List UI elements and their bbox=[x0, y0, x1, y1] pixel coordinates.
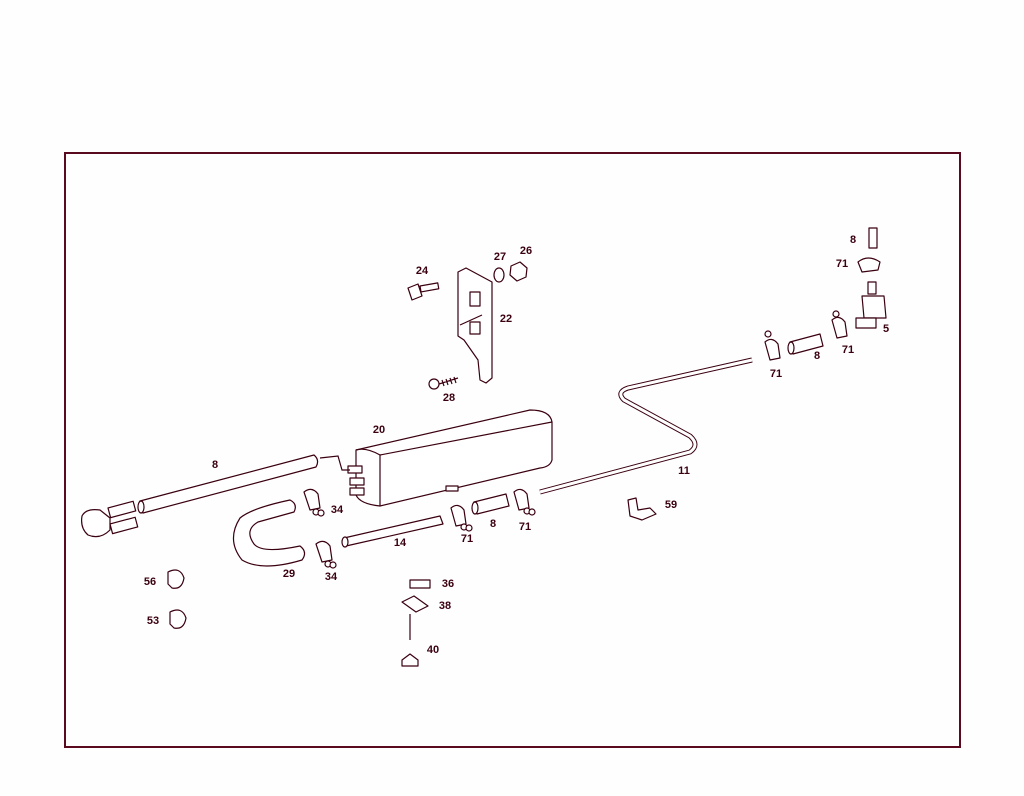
hose-8-left[interactable] bbox=[137, 454, 319, 514]
nut-26[interactable] bbox=[509, 261, 528, 282]
clip-38[interactable] bbox=[401, 595, 429, 613]
screw-40[interactable] bbox=[401, 614, 419, 667]
callout-8-mid: 8 bbox=[489, 518, 497, 530]
pipe-14[interactable] bbox=[341, 515, 444, 548]
bracket-22[interactable] bbox=[457, 267, 493, 384]
callout-40: 40 bbox=[426, 644, 440, 656]
callout-24: 24 bbox=[415, 265, 429, 277]
diagram-frame bbox=[64, 152, 961, 748]
callout-71-right: 71 bbox=[841, 344, 855, 356]
clip-59[interactable] bbox=[627, 497, 657, 521]
callout-8-top: 8 bbox=[849, 234, 857, 246]
clamp-71-top[interactable] bbox=[857, 257, 881, 273]
sleeve-36[interactable] bbox=[409, 579, 431, 589]
callout-59: 59 bbox=[664, 499, 678, 511]
callout-5: 5 bbox=[882, 323, 890, 335]
callout-29: 29 bbox=[282, 568, 296, 580]
clip-56[interactable] bbox=[167, 569, 185, 589]
callout-56: 56 bbox=[143, 576, 157, 588]
clip-53[interactable] bbox=[169, 609, 187, 629]
hose-8-right[interactable] bbox=[787, 333, 824, 355]
line-11[interactable] bbox=[539, 357, 753, 495]
clamp-71-right[interactable] bbox=[831, 310, 848, 339]
callout-71-top: 71 bbox=[835, 258, 849, 270]
callout-22: 22 bbox=[499, 313, 513, 325]
washer-27[interactable] bbox=[493, 267, 505, 283]
callout-34-lower: 34 bbox=[324, 571, 338, 583]
callout-11: 11 bbox=[678, 465, 690, 477]
hose-8-mid[interactable] bbox=[471, 493, 510, 515]
hose-8-top[interactable] bbox=[868, 227, 878, 249]
callout-38: 38 bbox=[438, 600, 452, 612]
hose-29[interactable] bbox=[232, 499, 306, 567]
callout-34-upper: 34 bbox=[330, 504, 344, 516]
clamp-34-upper[interactable] bbox=[303, 488, 325, 517]
clamp-71-mid[interactable] bbox=[764, 330, 781, 361]
screw-28[interactable] bbox=[428, 376, 459, 390]
clamp-71-a[interactable] bbox=[513, 488, 536, 516]
callout-53: 53 bbox=[146, 615, 160, 627]
elbow-connector[interactable] bbox=[81, 500, 139, 538]
valve-5[interactable] bbox=[855, 281, 887, 329]
callout-71-a: 71 bbox=[518, 521, 532, 533]
callout-20: 20 bbox=[372, 424, 386, 436]
clamp-34-lower[interactable] bbox=[315, 540, 337, 569]
callout-36: 36 bbox=[441, 578, 455, 590]
callout-26: 26 bbox=[519, 245, 533, 257]
canister-20[interactable] bbox=[319, 409, 553, 507]
bolt-24[interactable] bbox=[407, 282, 440, 301]
clamp-71-b[interactable] bbox=[450, 504, 473, 532]
callout-14: 14 bbox=[393, 537, 407, 549]
callout-71-mid: 71 bbox=[769, 368, 783, 380]
callout-27: 27 bbox=[493, 251, 507, 263]
callout-71-b: 71 bbox=[460, 533, 474, 545]
callout-8-right: 8 bbox=[813, 350, 821, 362]
callout-28: 28 bbox=[442, 392, 456, 404]
callout-8-left: 8 bbox=[211, 459, 219, 471]
